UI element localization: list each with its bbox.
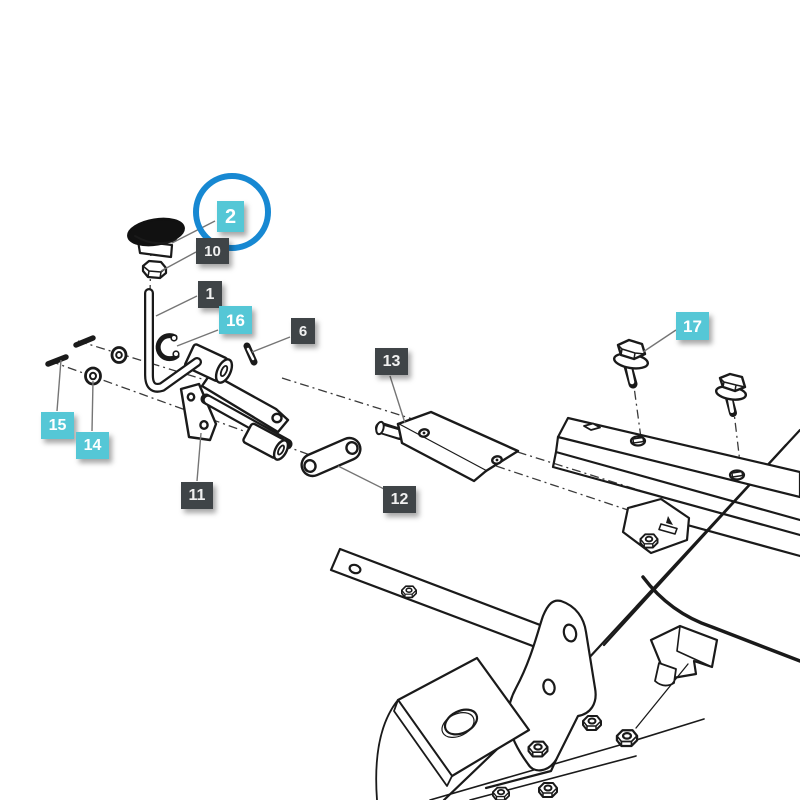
exploded-parts (45, 217, 748, 483)
frame-z-bracket (621, 497, 691, 555)
leader-line-15 (56, 359, 62, 412)
link-plate-part (300, 436, 362, 478)
callout-17-flange-bolt[interactable]: 17 (676, 312, 709, 340)
pin-part (243, 342, 258, 366)
washer-parts (84, 346, 128, 386)
flange-bolt-1 (612, 338, 650, 389)
leader-line-2 (171, 220, 216, 244)
spring-pin-parts (45, 335, 96, 367)
callout-14-washer[interactable]: 14 (76, 432, 109, 459)
callout-11-shaft-assembly[interactable]: 11 (181, 482, 213, 509)
bolt-mounting-plate (556, 416, 800, 499)
flange-bolt-parts (612, 338, 748, 417)
leader-lines (56, 220, 677, 490)
callout-10-knob-nut[interactable]: 10 (196, 238, 229, 264)
flange-bolt-2 (714, 372, 748, 417)
callout-1-lever-rod[interactable]: 1 (198, 281, 222, 308)
leader-line-11 (196, 432, 202, 482)
callout-12-link-plate[interactable]: 12 (383, 486, 416, 513)
leader-line-17 (642, 329, 677, 353)
callout-2-knob[interactable]: 2 (217, 201, 244, 232)
mount-bracket-part (375, 410, 520, 483)
callout-15-spring-pin[interactable]: 15 (41, 412, 74, 439)
leader-line-14 (91, 380, 94, 432)
shaft-assembly-part (179, 382, 293, 461)
frame-upright-bracket (484, 599, 597, 790)
leader-line-16 (176, 329, 219, 347)
lever-rod-part (144, 288, 202, 393)
frame-hook-bracket (649, 624, 719, 687)
leader-line-1 (155, 295, 198, 317)
leader-line-12 (337, 465, 385, 490)
callout-6-pin[interactable]: 6 (291, 318, 315, 344)
frame-oval-plate (375, 656, 531, 800)
callout-13-mount-bracket[interactable]: 13 (375, 348, 408, 375)
snap-ring-part (155, 333, 180, 362)
knob-nut-part (141, 259, 168, 280)
knob-part (127, 217, 185, 259)
highlight-circle (193, 173, 271, 251)
lever-pivot-boss (183, 343, 290, 434)
frame-weldment (329, 416, 800, 800)
leader-line-10 (160, 251, 197, 272)
leader-line-6 (251, 336, 291, 353)
leader-line-13 (389, 375, 406, 424)
callout-16-snap-ring[interactable]: 16 (219, 306, 252, 334)
